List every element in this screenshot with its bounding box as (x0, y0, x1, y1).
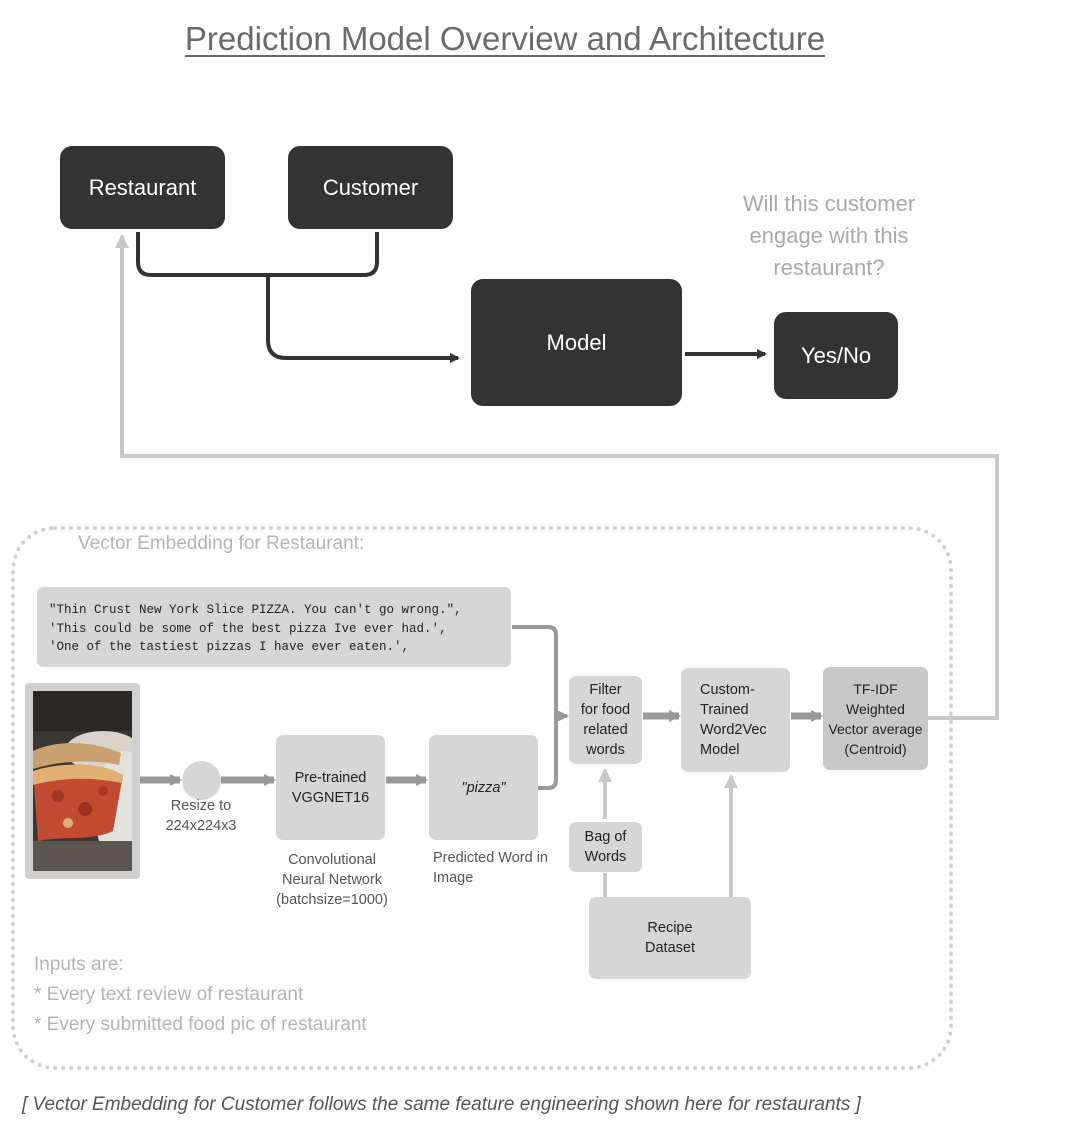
box-line: for food (580, 702, 631, 718)
box-line: Vector average (828, 720, 923, 737)
recipe-dataset-box: Recipe Dataset (589, 897, 751, 979)
box-line: TF-IDF (853, 680, 898, 697)
question-line: Will this customer (742, 191, 916, 216)
page-title: Prediction Model Overview and Architectu… (184, 20, 826, 57)
caption-line: Predicted Word in (433, 850, 548, 866)
model-node: Model (471, 279, 682, 406)
caption-line: (batchsize=1000) (276, 892, 388, 908)
inputs-line: * Every text review of restaurant (34, 984, 304, 1005)
box-line: Pre-trained (294, 769, 367, 786)
box-line: Model (700, 742, 740, 758)
caption-line: Convolutional (288, 852, 376, 868)
reviews-merge-connector (512, 625, 558, 790)
resize-node (182, 761, 221, 800)
box-line: Custom- (700, 682, 755, 698)
panel-title: Vector Embedding for Restaurant: (78, 533, 365, 554)
engagement-question: Will this customer engage with this rest… (700, 188, 958, 284)
predicted-word-box: "pizza" (429, 735, 538, 840)
box-line: VGGNET16 (291, 789, 370, 806)
food-filter-box: Filter for food related words (569, 676, 642, 764)
tfidf-box: TF-IDF Weighted Vector average (Centroid… (823, 667, 928, 770)
pizza-photo (33, 691, 132, 871)
caption-line: Resize to (170, 798, 232, 814)
merge-connector (136, 232, 379, 277)
food-photo-frame (25, 683, 140, 879)
box-line: Recipe (647, 920, 693, 936)
question-line: restaurant? (773, 255, 885, 280)
box-line: Trained (700, 702, 749, 718)
word2vec-box: Custom- Trained Word2Vec Model (681, 668, 790, 772)
box-line: Weighted (846, 700, 905, 717)
box-line: Dataset (645, 940, 695, 956)
box-line: Filter (589, 682, 622, 698)
box-line: words (586, 742, 625, 758)
restaurant-embedding-panel (11, 526, 953, 1070)
yes-no-node: Yes/No (774, 312, 898, 399)
inputs-line: Inputs are: (34, 954, 124, 975)
question-line: engage with this (749, 223, 909, 248)
footer-note: [ Vector Embedding for Customer follows … (22, 1094, 861, 1115)
box-line: Words (584, 849, 627, 865)
caption-line: Neural Network (282, 872, 382, 888)
predicted-word-caption: Predicted Word in Image (433, 848, 548, 888)
customer-node: Customer (288, 146, 453, 229)
box-line: Word2Vec (700, 722, 767, 738)
vggnet-box: Pre-trained VGGNET16 (276, 735, 385, 840)
review-line: 'This could be some of the best pizza Iv… (49, 621, 447, 636)
box-line: related (583, 722, 628, 738)
inputs-note: Inputs are: * Every text review of resta… (34, 950, 367, 1040)
box-line: (Centroid) (844, 740, 907, 757)
review-texts: "Thin Crust New York Slice PIZZA. You ca… (37, 587, 511, 667)
caption-line: 224x224x3 (165, 818, 237, 834)
restaurant-node: Restaurant (60, 146, 225, 229)
inputs-line: * Every submitted food pic of restaurant (34, 1014, 367, 1035)
caption-line: Image (433, 870, 474, 886)
resize-caption: Resize to 224x224x3 (156, 796, 246, 836)
vggnet-caption: Convolutional Neural Network (batchsize=… (264, 850, 400, 910)
to-model-arrow (266, 275, 460, 363)
embedding-feedback-connector (115, 234, 999, 720)
bag-of-words-box: Bag of Words (569, 822, 642, 872)
pizza-photo-icon (33, 691, 132, 871)
review-line: "Thin Crust New York Slice PIZZA. You ca… (49, 603, 462, 617)
box-line: Bag of (584, 829, 627, 845)
review-line: 'One of the tastiest pizzas I have ever … (49, 640, 410, 654)
